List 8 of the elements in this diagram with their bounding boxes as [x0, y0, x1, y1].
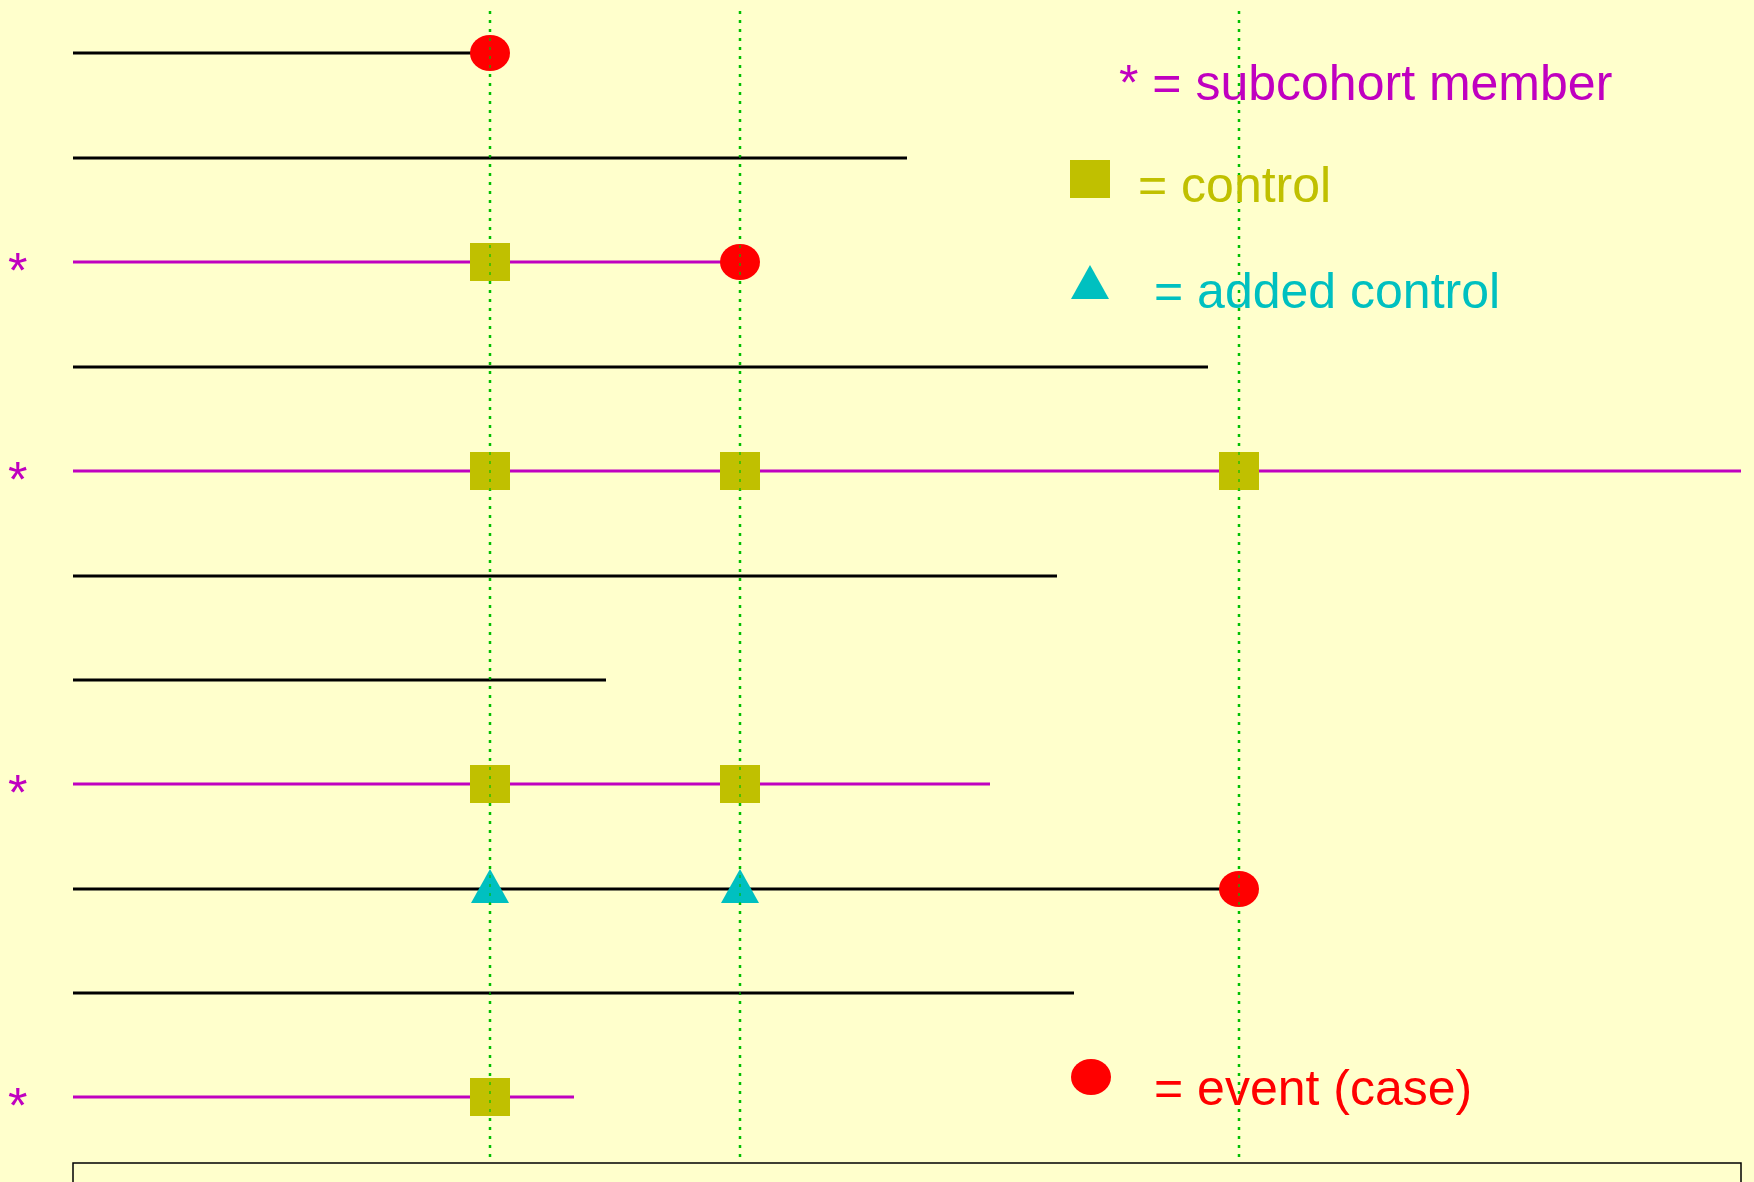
subcohort-asterisk: *	[8, 768, 28, 818]
legend-text: = control	[1138, 160, 1332, 210]
subcohort-asterisk: *	[8, 246, 28, 296]
legend-text: = added control	[1154, 266, 1501, 316]
legend-text: * = subcohort member	[1119, 58, 1613, 108]
legend-text: = event (case)	[1154, 1063, 1473, 1113]
subcohort-asterisk: *	[8, 455, 28, 505]
subcohort-asterisk: *	[8, 1081, 28, 1131]
